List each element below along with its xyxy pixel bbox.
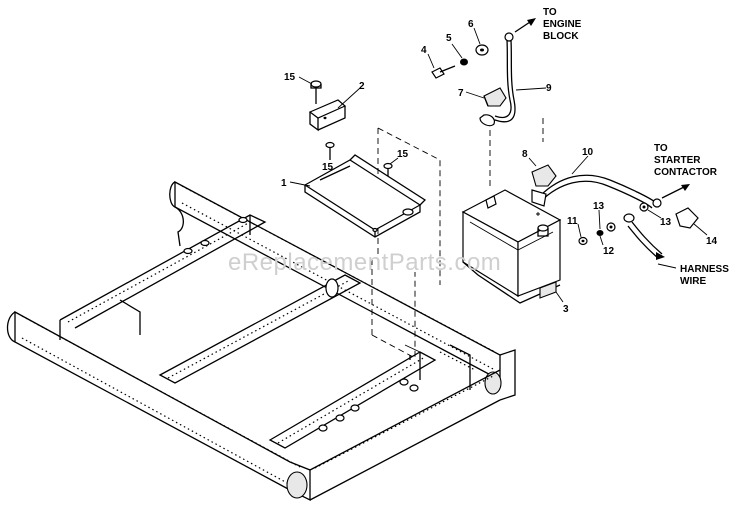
harness-caption-line2: WIRE bbox=[680, 276, 706, 287]
callout-1: 1 bbox=[281, 178, 287, 189]
washer-13-right bbox=[639, 202, 649, 212]
hold-down-clamp bbox=[308, 99, 347, 132]
callout-15-left: 15 bbox=[322, 162, 334, 173]
callout-3: 3 bbox=[563, 304, 569, 315]
terminal-boot-8 bbox=[531, 164, 557, 187]
watermark: eReplacementParts.com bbox=[228, 249, 501, 276]
callout-12: 12 bbox=[603, 246, 615, 257]
terminal-boot-7 bbox=[483, 87, 507, 107]
callout-14: 14 bbox=[706, 236, 718, 247]
callout-13-left: 13 bbox=[593, 201, 605, 212]
callout-15-right: 15 bbox=[397, 149, 409, 160]
callout-4: 4 bbox=[421, 45, 427, 56]
engine-block-caption-line1: TO bbox=[543, 7, 557, 18]
harness-caption-line1: HARNESS bbox=[680, 264, 729, 275]
starter-caption-line1: TO bbox=[654, 143, 668, 154]
nut-11 bbox=[578, 236, 588, 246]
flat-washer-6 bbox=[475, 44, 489, 56]
base-frame bbox=[6, 180, 516, 502]
callout-6: 6 bbox=[468, 19, 474, 30]
callout-5: 5 bbox=[446, 33, 452, 44]
washer-13-left bbox=[606, 222, 616, 232]
callout-7: 7 bbox=[458, 88, 464, 99]
bolt-4 bbox=[431, 65, 456, 79]
lock-washer-5 bbox=[460, 58, 468, 66]
battery-tray bbox=[303, 154, 427, 238]
bolt-right bbox=[383, 162, 393, 176]
callout-11: 11 bbox=[567, 216, 578, 227]
engine-block-caption-line3: BLOCK bbox=[543, 31, 579, 42]
starter-arrow bbox=[661, 184, 690, 199]
callout-9: 9 bbox=[546, 83, 552, 94]
terminal-cover-14 bbox=[675, 207, 699, 229]
starter-caption-line2: STARTER bbox=[654, 155, 701, 166]
engine-block-caption-line2: ENGINE bbox=[543, 19, 582, 30]
harness-wire bbox=[623, 213, 665, 260]
callout-2: 2 bbox=[359, 81, 365, 92]
starter-caption-line3: CONTACTOR bbox=[654, 167, 718, 178]
battery bbox=[461, 189, 562, 304]
callout-10: 10 bbox=[582, 147, 594, 158]
lock-washer-12 bbox=[596, 230, 604, 236]
engine-block-arrow bbox=[514, 18, 536, 33]
bolt-top bbox=[310, 80, 322, 104]
leader-lines bbox=[289, 27, 708, 303]
callout-13-right: 13 bbox=[660, 217, 672, 228]
callout-8: 8 bbox=[522, 149, 528, 160]
callout-15-top: 15 bbox=[284, 72, 296, 83]
ground-cable bbox=[479, 32, 516, 127]
